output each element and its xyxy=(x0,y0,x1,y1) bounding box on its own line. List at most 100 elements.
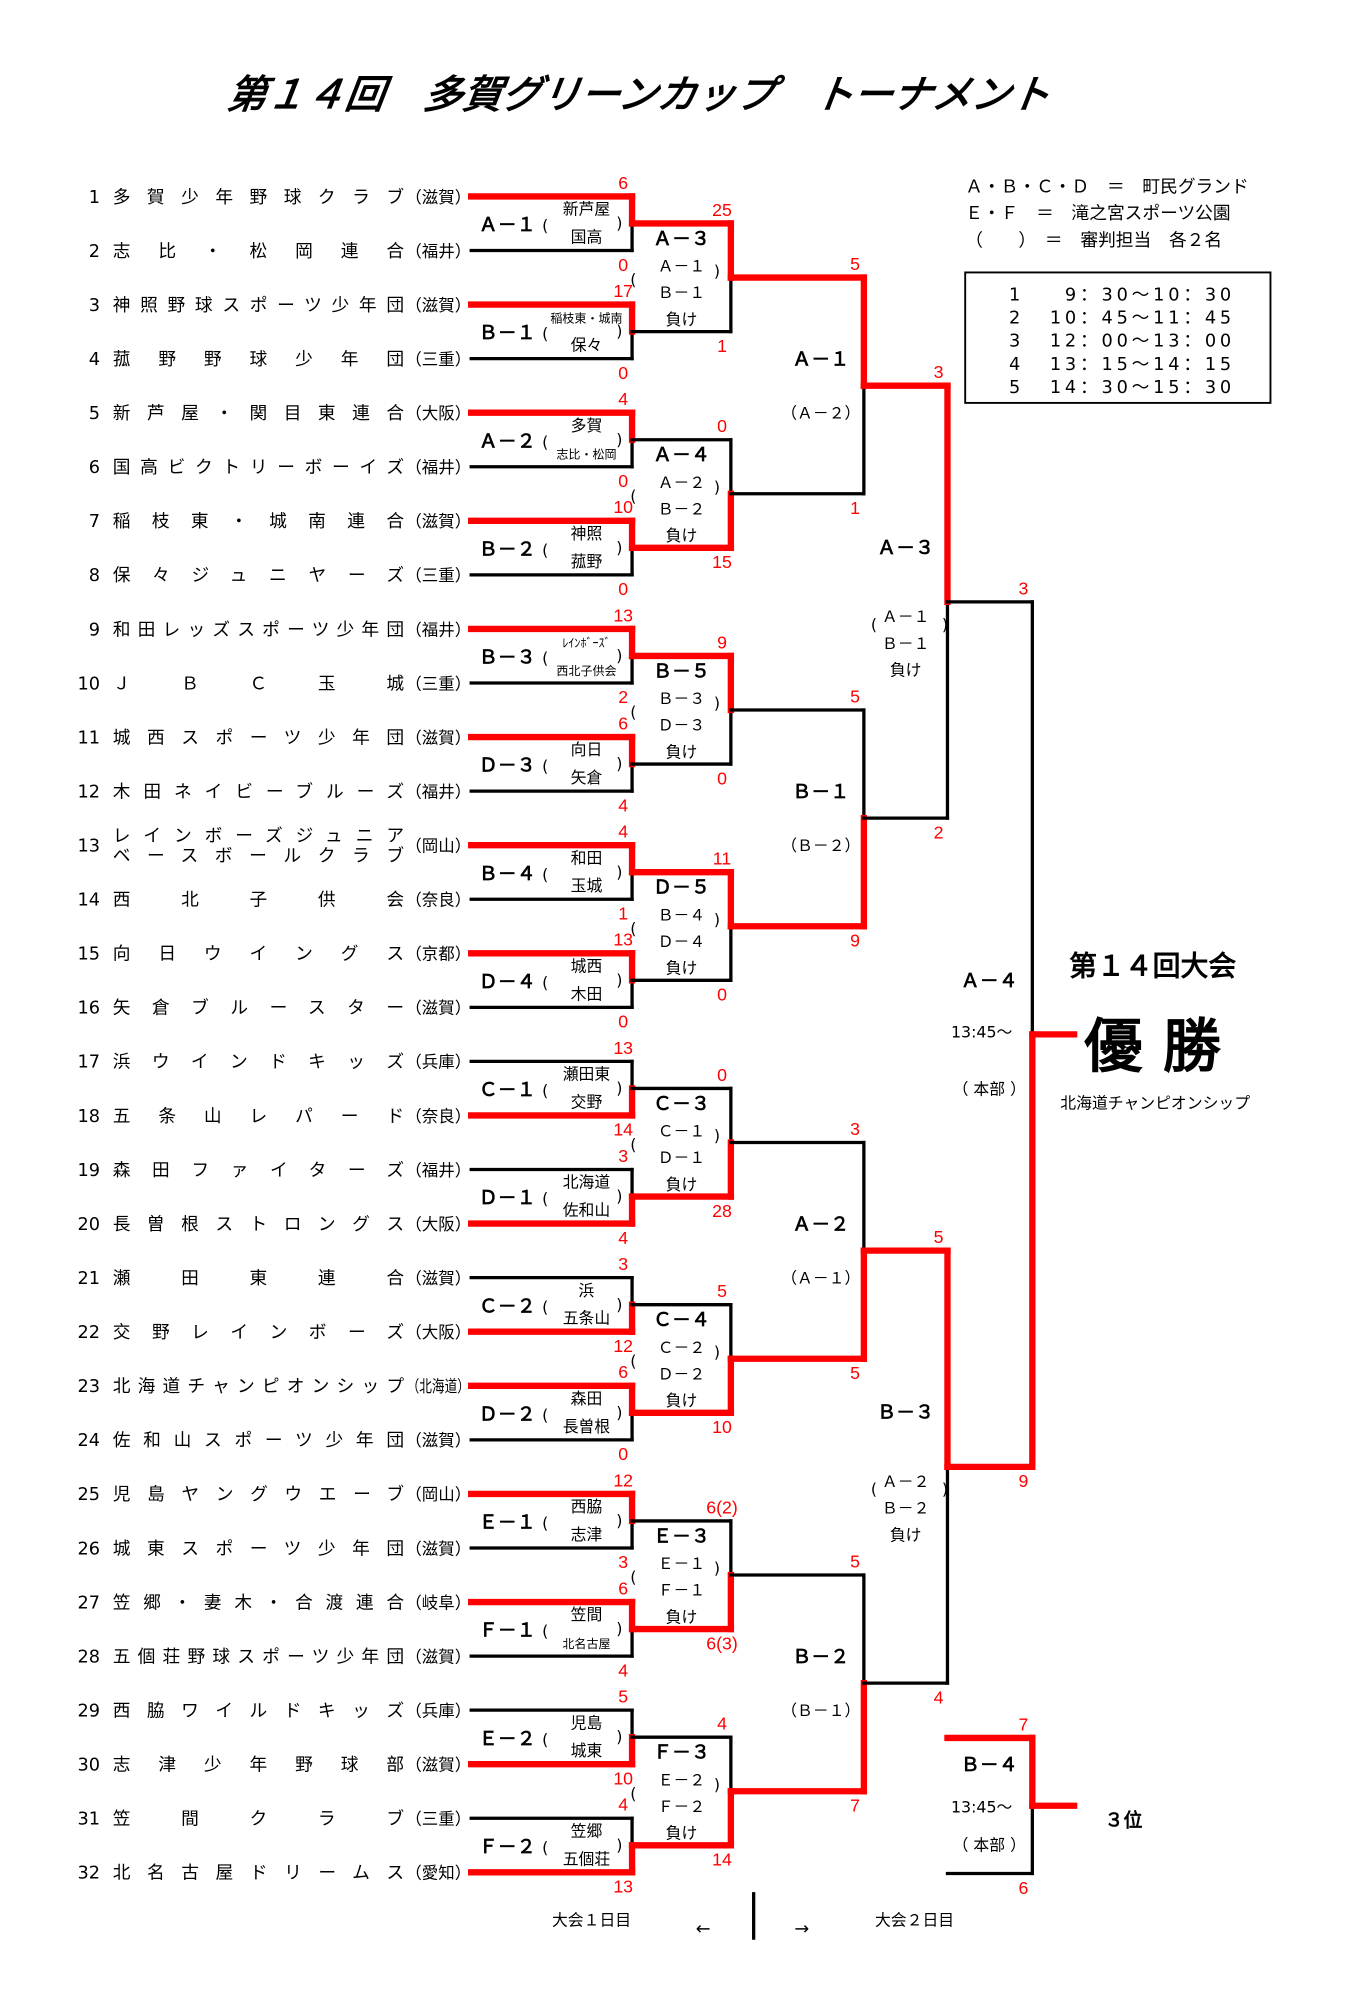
umpire-assignment: Ｄ－２ xyxy=(658,1364,706,1383)
match-code: Ｂ－２ xyxy=(479,538,536,560)
match-code: Ｂ－５ xyxy=(653,660,710,682)
score-bottom: 0 xyxy=(618,1444,628,1464)
team-name: 長曽根ストロングス xyxy=(113,1214,404,1235)
match-code: Ｃ－１ xyxy=(479,1079,536,1101)
score-bottom: 28 xyxy=(712,1201,732,1221)
paren: ( xyxy=(630,270,636,289)
paren: ) xyxy=(616,646,622,665)
score-top: 12 xyxy=(613,1470,633,1490)
match-code: Ａ－４ xyxy=(653,444,710,466)
team-number: 7 xyxy=(89,512,100,532)
umpire-team: 五個荘 xyxy=(563,1849,611,1868)
score-top: 13 xyxy=(613,930,633,950)
team-name: 稲枝東・城南連合 xyxy=(113,511,405,532)
team-prefecture: （愛知） xyxy=(405,1864,471,1883)
umpire-assignment: 負け xyxy=(666,1824,698,1843)
umpire-team: 保々 xyxy=(571,336,603,355)
team-number: 30 xyxy=(78,1756,101,1776)
umpire-assignment: 負け xyxy=(666,959,698,978)
final-match-code: Ａ－４ xyxy=(961,970,1018,992)
score-bottom: 1 xyxy=(618,903,628,923)
score-bottom: 0 xyxy=(717,768,727,788)
score-top: 11 xyxy=(713,849,731,869)
team-prefecture: （岡山） xyxy=(405,837,471,856)
paren: ( xyxy=(542,216,548,235)
match-code: Ｅ－１ xyxy=(479,1512,536,1534)
match-code: Ｅ－２ xyxy=(479,1728,536,1750)
paren: ) xyxy=(616,862,622,881)
team-name: 志比・松岡連合 xyxy=(113,241,405,262)
schedule-slot-number: 1 xyxy=(1009,285,1020,305)
team-prefecture: （大阪） xyxy=(405,1215,471,1234)
paren: ( xyxy=(542,1838,548,1857)
schedule-slot-time: 14：30～15：30 xyxy=(1050,378,1235,398)
paren: ( xyxy=(542,432,548,451)
match-code: Ｂ－３ xyxy=(479,647,536,669)
match-code: Ｄ－２ xyxy=(479,1403,536,1425)
score-top: 3 xyxy=(850,1119,860,1139)
match-code: Ａ－２ xyxy=(479,430,536,452)
score-bottom: 4 xyxy=(618,1660,628,1680)
umpire-assignment: 負け xyxy=(666,1607,698,1626)
score-top: 17 xyxy=(613,281,633,301)
score-bottom: 2 xyxy=(618,687,628,707)
team-name: 菰野野球少年団 xyxy=(113,349,404,370)
umpire-team: 交野 xyxy=(571,1092,603,1111)
score-top: 5 xyxy=(618,1687,628,1707)
score-top: 6(2) xyxy=(706,1497,738,1517)
paren: ) xyxy=(942,615,948,634)
schedule-slot-number: 2 xyxy=(1009,308,1020,328)
score-bottom: 0 xyxy=(618,255,628,275)
team-prefecture: （滋賀） xyxy=(405,1269,471,1288)
team-number: 11 xyxy=(78,728,101,748)
team-number: 4 xyxy=(89,350,100,370)
team-number: 24 xyxy=(78,1431,101,1451)
paren: ( xyxy=(542,540,548,559)
third-start-time: 13:45～ xyxy=(951,1798,1013,1817)
day2-label: 大会２日目 xyxy=(875,1910,954,1929)
team-prefecture: （兵庫） xyxy=(405,1053,471,1072)
paren: ) xyxy=(616,1187,622,1206)
team-name: 瀬田東連合 xyxy=(113,1268,405,1289)
score-top: 3 xyxy=(934,362,944,382)
team-name: 北海道チャンピオンシップ xyxy=(113,1376,405,1397)
score-bottom: 12 xyxy=(613,1336,633,1356)
paren: ) xyxy=(616,430,622,449)
paren: ) xyxy=(616,1727,622,1746)
umpire-assignment: （Ｂ－１） xyxy=(781,1701,860,1720)
tournament-edition: 第１４回大会 xyxy=(1069,949,1236,982)
umpire-assignment: Ｂ－１ xyxy=(658,283,706,302)
umpire-team: 志津 xyxy=(571,1525,603,1544)
team-number: 32 xyxy=(78,1864,101,1884)
paren: ) xyxy=(616,754,622,773)
umpire-assignment: 負け xyxy=(666,1175,698,1194)
match-code: Ｃ－２ xyxy=(479,1295,536,1317)
match-code: Ａ－２ xyxy=(792,1213,849,1235)
team-name: 笠郷・妻木・合渡連合 xyxy=(113,1592,405,1613)
score-bottom: 4 xyxy=(618,795,628,815)
paren: ( xyxy=(542,973,548,992)
team-name: 児島ヤングウエーブ xyxy=(113,1483,405,1505)
score-bottom: 9 xyxy=(850,931,860,951)
match-code: Ｄ－５ xyxy=(653,877,710,899)
team-prefecture: （三重） xyxy=(405,674,471,693)
umpire-team: 児島 xyxy=(571,1713,603,1732)
paren: ) xyxy=(616,1511,622,1530)
match-code: Ａ－３ xyxy=(877,537,934,559)
paren: ) xyxy=(616,214,622,233)
team-prefecture: （滋賀） xyxy=(405,1431,471,1450)
paren: ) xyxy=(616,538,622,557)
score-top: 5 xyxy=(934,1227,944,1247)
team-prefecture: （大阪） xyxy=(405,1323,471,1342)
team-name: 保々ジュニヤーズ xyxy=(113,565,404,586)
score-top: 6 xyxy=(618,1578,628,1598)
paren: ( xyxy=(630,919,636,938)
team-name: 木田ネイビーブルーズ xyxy=(113,780,404,802)
paren: ) xyxy=(714,261,720,280)
score-top: 4 xyxy=(618,389,628,409)
team-name: 志津少年野球部 xyxy=(113,1755,404,1776)
score-top: 5 xyxy=(850,686,860,706)
schedule-slot-time: 12：00～13：00 xyxy=(1050,332,1235,352)
